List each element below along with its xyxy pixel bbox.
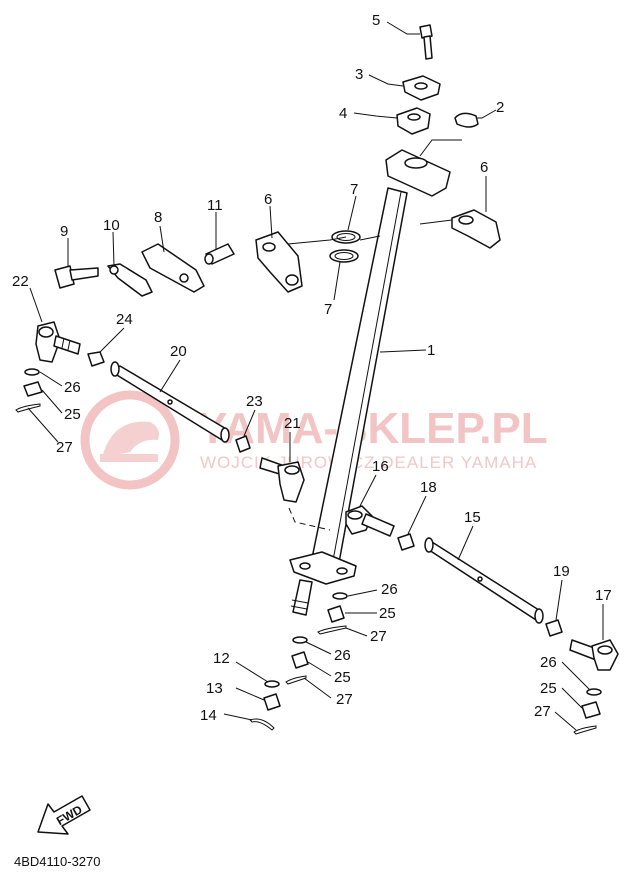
callout-26-right: 26 <box>540 654 557 671</box>
callout-14: 14 <box>200 707 217 724</box>
callout-27-right: 27 <box>534 703 551 720</box>
callout-9: 9 <box>60 223 68 240</box>
callout-13: 13 <box>206 680 223 697</box>
callout-numbers: 5 3 4 2 6 6 7 7 9 10 8 11 22 24 20 1 26 … <box>12 12 612 724</box>
part-11-collar <box>204 243 235 265</box>
part-27-cotter-pin-center <box>317 625 347 635</box>
watermark-logo <box>80 390 180 490</box>
watermark-title: YAMA-SKLEP.PL <box>198 404 548 453</box>
part-6-bushing-right <box>451 209 501 249</box>
callout-20: 20 <box>170 343 187 360</box>
leader-lines <box>27 21 604 731</box>
part-3-holder-upper <box>402 75 441 101</box>
callout-12: 12 <box>213 650 230 667</box>
callout-6-left: 6 <box>264 191 272 208</box>
part-4-holder-lower <box>396 107 431 135</box>
part-15-tie-rod-right <box>424 537 544 624</box>
part-12-washer <box>264 680 280 688</box>
callout-27-center: 27 <box>370 628 387 645</box>
callout-25-left: 25 <box>64 406 81 423</box>
callout-7-lower: 7 <box>324 301 332 318</box>
callout-25-center: 25 <box>379 605 396 622</box>
part-7-circlip-lower <box>329 249 359 263</box>
part-23-nut <box>235 435 251 453</box>
part-25-nut-left <box>23 381 43 397</box>
callout-2: 2 <box>496 99 504 116</box>
callout-27-lower: 27 <box>336 691 353 708</box>
callout-4: 4 <box>339 105 347 122</box>
part-26-washer-lower <box>292 636 308 644</box>
callout-7-upper: 7 <box>350 181 358 198</box>
part-8-plate <box>141 243 205 293</box>
part-10-lock-washer <box>107 263 153 297</box>
callout-26-left: 26 <box>64 379 81 396</box>
callout-21: 21 <box>284 415 301 432</box>
part-16-tie-rod-end <box>345 505 395 537</box>
part-2-cap <box>454 112 479 128</box>
steering-column <box>288 149 451 616</box>
callout-15: 15 <box>464 509 481 526</box>
callout-26-lower: 26 <box>334 647 351 664</box>
part-26-washer-right <box>586 688 602 696</box>
callout-5: 5 <box>372 12 380 29</box>
part-27-cotter-pin-left <box>15 403 41 413</box>
callout-11: 11 <box>207 197 223 214</box>
part-25-nut-lower <box>291 651 309 669</box>
fwd-arrow-indicator: FWD <box>37 795 91 835</box>
part-5-bolt <box>419 24 433 60</box>
part-24-nut <box>87 351 105 367</box>
callout-25-right: 25 <box>540 680 557 697</box>
part-13-nut <box>263 693 281 711</box>
part-19-nut <box>545 619 563 637</box>
part-25-nut-right <box>581 701 601 719</box>
callout-26-center: 26 <box>381 581 398 598</box>
part-26-washer-left <box>24 368 40 376</box>
callout-16: 16 <box>372 458 389 475</box>
part-27-cotter-pin-right <box>573 725 597 735</box>
diagram-code: 4BD4110-3270 <box>14 854 101 869</box>
watermark: YAMA-SKLEP.PL WOJCIK JUROWICZ DEALER YAM… <box>80 390 548 490</box>
callout-1: 1 <box>427 342 435 359</box>
part-22-tie-rod-end <box>35 321 81 363</box>
part-9-bolt <box>54 265 99 289</box>
callout-24: 24 <box>116 311 133 328</box>
callout-23: 23 <box>246 393 263 410</box>
callout-18: 18 <box>420 479 437 496</box>
part-20-tie-rod-left <box>110 361 230 443</box>
callout-27-left: 27 <box>56 439 73 456</box>
callout-6-right: 6 <box>480 159 488 176</box>
part-6-bushing-left <box>255 231 303 293</box>
part-17-tie-rod-end <box>569 639 619 671</box>
callout-17: 17 <box>595 587 612 604</box>
callout-3: 3 <box>355 66 363 83</box>
part-25-nut-center <box>327 605 345 623</box>
part-18-nut <box>397 533 415 551</box>
part-26-washer-center <box>332 592 348 600</box>
part-27-cotter-pin-lower <box>285 675 307 685</box>
callout-8: 8 <box>154 209 162 226</box>
part-14-cotter-pin <box>249 718 275 731</box>
watermark-subtitle: WOJCIK JUROWICZ DEALER YAMAHA <box>200 453 537 472</box>
part-21-tie-rod-end <box>259 457 305 503</box>
callout-19: 19 <box>553 563 570 580</box>
callout-25-lower: 25 <box>334 669 351 686</box>
callout-10: 10 <box>103 217 120 234</box>
callout-22: 22 <box>12 273 29 290</box>
